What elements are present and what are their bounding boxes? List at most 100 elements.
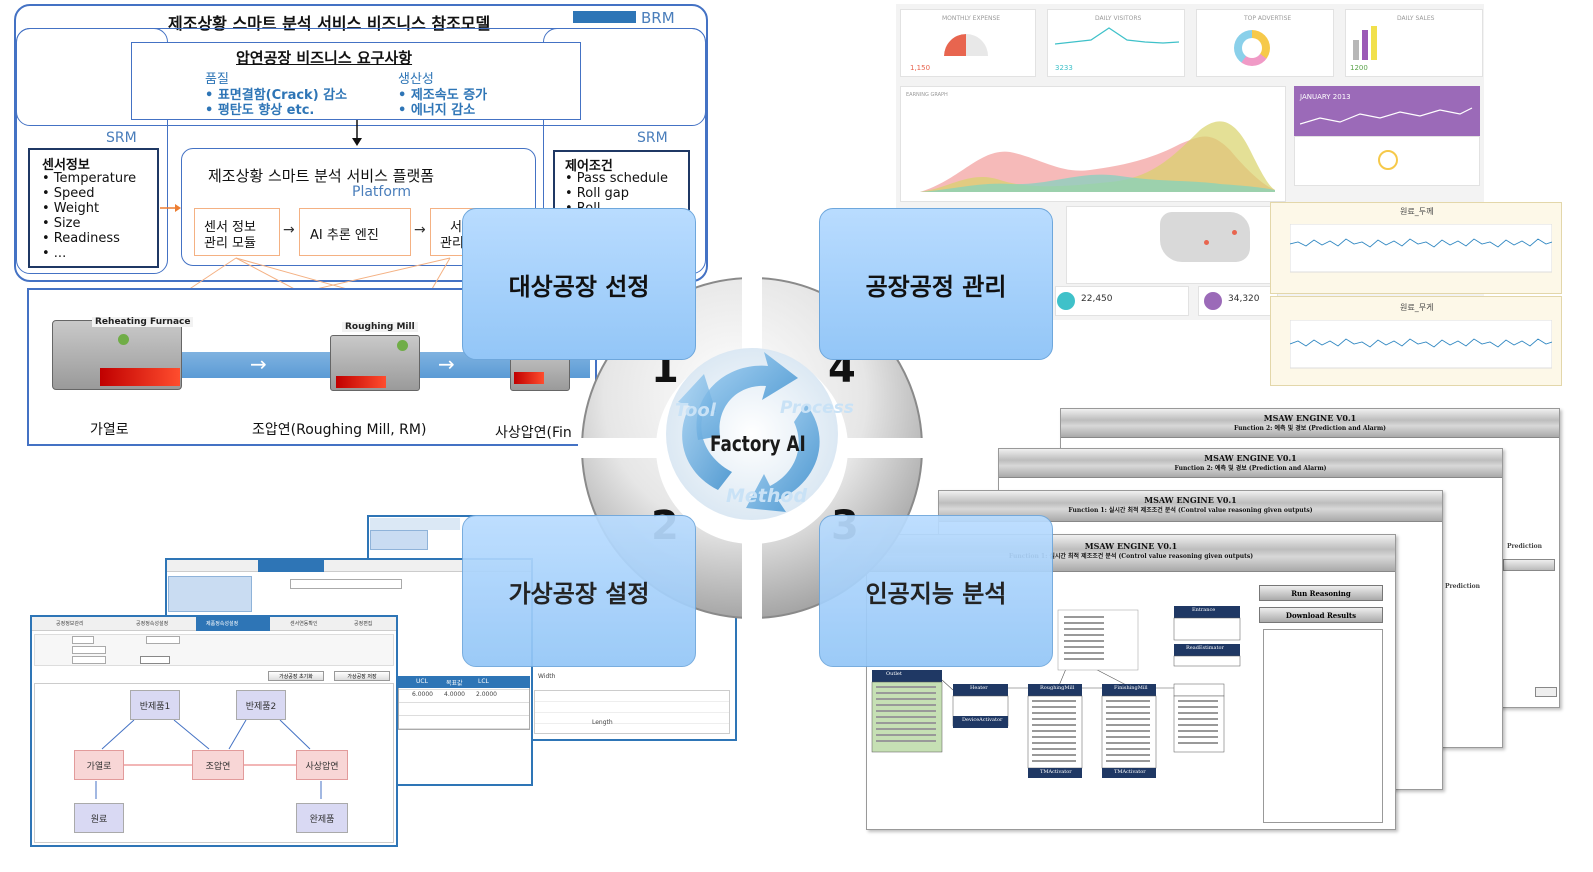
logo-process: Process: [780, 398, 854, 418]
vf-back1-tab-active[interactable]: [258, 560, 324, 572]
sensor-box: [28, 148, 159, 268]
vf-save-button[interactable]: 가상공장 저장: [334, 671, 390, 681]
vf-tab-3[interactable]: 제품정속성설정: [206, 621, 239, 627]
sales-value: 1200: [1350, 64, 1368, 72]
logo-method: Method: [726, 485, 808, 507]
sensor-item-1: • Temperature: [42, 171, 137, 186]
sales-bar: [1362, 30, 1368, 60]
month-title: JANUARY 2013: [1300, 93, 1351, 101]
vf-select[interactable]: [72, 636, 94, 644]
engine-title: MSAW ENGINE V0.1: [1144, 495, 1237, 505]
vf-tab-active[interactable]: [196, 617, 270, 631]
sensor-item-6: • ...: [42, 246, 67, 261]
download-results-button[interactable]: Download Results: [1259, 607, 1383, 623]
control-item-2: • Roll gap: [565, 186, 630, 201]
stat-card-1: [1055, 286, 1189, 316]
vf-node-roughing[interactable]: 조압연: [192, 750, 244, 780]
vf-tab-5[interactable]: 공정편집: [354, 621, 373, 627]
vf-node-finishing[interactable]: 사상압연: [296, 750, 348, 780]
month-card: [1294, 86, 1480, 136]
vf-tab-2[interactable]: 공정정속성설정: [136, 621, 169, 627]
dash-card-visitors-title: DAILY VISITORS: [1095, 15, 1142, 22]
sensor-item-5: • Readiness: [42, 231, 120, 246]
vf-node-semi1[interactable]: 반제품1: [130, 690, 180, 720]
step-2-virtual-factory[interactable]: 가상공장 설정: [462, 515, 696, 667]
vf-select[interactable]: [72, 656, 106, 664]
logo-text: Factory AI: [710, 432, 806, 456]
vf-tab-4[interactable]: 센서연동확인: [290, 621, 318, 627]
tag-icon: [1057, 292, 1075, 310]
sensor-dot: [118, 334, 129, 345]
vf-back2-grid: [534, 690, 730, 734]
engine-show-btn[interactable]: [1535, 687, 1557, 697]
vf-tab-1[interactable]: 공정정보관리: [56, 621, 84, 627]
stage-roughing: 조압연(Roughing Mill, RM): [252, 422, 427, 438]
dash-card-sales: [1345, 9, 1483, 77]
srm-left-frame: [16, 28, 168, 274]
expense-value: 1,150: [910, 64, 931, 72]
logo-tool: Tool: [675, 400, 716, 421]
results-area: [1263, 629, 1383, 823]
dash-card-expense-title: MONTHLY EXPENSE: [942, 15, 1001, 22]
roughing-hot-slab: [336, 376, 386, 388]
run-reasoning-button[interactable]: Run Reasoning: [1259, 585, 1383, 601]
engine-node-device: DeviceActivator: [962, 717, 1003, 723]
module-service-line1: 서: [450, 220, 462, 235]
engine-title: MSAW ENGINE V0.1: [1204, 453, 1297, 463]
sales-bar: [1353, 40, 1359, 60]
productivity-title: 생산성: [398, 72, 434, 87]
vf-back1-input[interactable]: [290, 579, 402, 589]
vf-add-button[interactable]: [140, 656, 170, 664]
stage-furnace: 가열로: [90, 422, 129, 438]
visitors-value: 3233: [1055, 64, 1073, 72]
engine-node-roughing: RoughingMill: [1040, 685, 1075, 691]
engine-title: MSAW ENGINE V0.1: [1263, 413, 1357, 423]
engine-network-diagram: [871, 606, 1241, 778]
vf-col-target: 목표값: [446, 680, 463, 687]
dash-card-advertise-title: TOP ADVERTISE: [1244, 15, 1292, 22]
engine-node-outlet: Outlet: [886, 671, 902, 677]
module-sensor-line2: 관리 모듈: [204, 236, 256, 251]
engine-node-readestimator: ReadEstimator: [1186, 645, 1224, 651]
engine-node-heater: Heater: [970, 685, 988, 691]
step-4-process-management[interactable]: 공장공정 관리: [819, 208, 1053, 360]
vf-val-3: 2.0000: [476, 691, 497, 698]
requirements-box: [131, 42, 581, 120]
engine-node-tm2: TMActivator: [1114, 769, 1146, 775]
advertise-donut: [1234, 30, 1270, 66]
productivity-item-1: • 제조속도 증가: [398, 88, 488, 103]
vf-width-label: Width: [538, 673, 556, 680]
engine-download-btn[interactable]: [1503, 559, 1555, 571]
arrow-right-icon: →: [250, 352, 267, 376]
vf-select[interactable]: [146, 636, 180, 644]
productivity-item-2: • 에너지 감소: [398, 103, 476, 118]
vf-col-ucl: UCL: [416, 678, 428, 685]
vf-node-furnace[interactable]: 가열로: [74, 750, 124, 780]
quality-item-1: • 표면결함(Crack) 감소: [205, 88, 348, 103]
vf-back1-table-header: [398, 676, 530, 688]
module-ai: [299, 208, 411, 256]
sensor-dot: [397, 340, 408, 351]
stat-value-2: 34,320: [1228, 294, 1260, 304]
vf-node-material[interactable]: 원료: [74, 803, 124, 833]
vf-select[interactable]: [72, 646, 106, 654]
month-line: [1300, 107, 1473, 125]
step-3-ai-analysis[interactable]: 인공지능 분석: [819, 515, 1053, 667]
vf-node-product[interactable]: 완제품: [296, 803, 348, 833]
quality-title: 품질: [205, 72, 229, 87]
vf-back1-list: [168, 576, 252, 612]
stage-finishing: 사상압연(Fin: [495, 425, 572, 441]
vf-process-links: [95, 719, 322, 799]
step-1-target-factory[interactable]: 대상공장 선정: [462, 208, 696, 360]
earning-graph-title: EARNING GRAPH: [906, 92, 948, 98]
expense-gauge: [944, 34, 988, 56]
engine-node-tm1: TMActivator: [1040, 769, 1072, 775]
arrow-right-icon: →: [414, 222, 426, 238]
roughing-label: Roughing Mill: [342, 322, 418, 332]
module-sensor: [194, 208, 280, 256]
vf-reset-button[interactable]: 가상공장 초기화: [268, 671, 324, 681]
brm-tag-bar: [573, 11, 636, 23]
vf-node-semi2[interactable]: 반제품2: [236, 690, 286, 720]
vf-length-label: Length: [592, 719, 613, 726]
quality-item-2: • 평탄도 향상 etc.: [205, 103, 315, 118]
